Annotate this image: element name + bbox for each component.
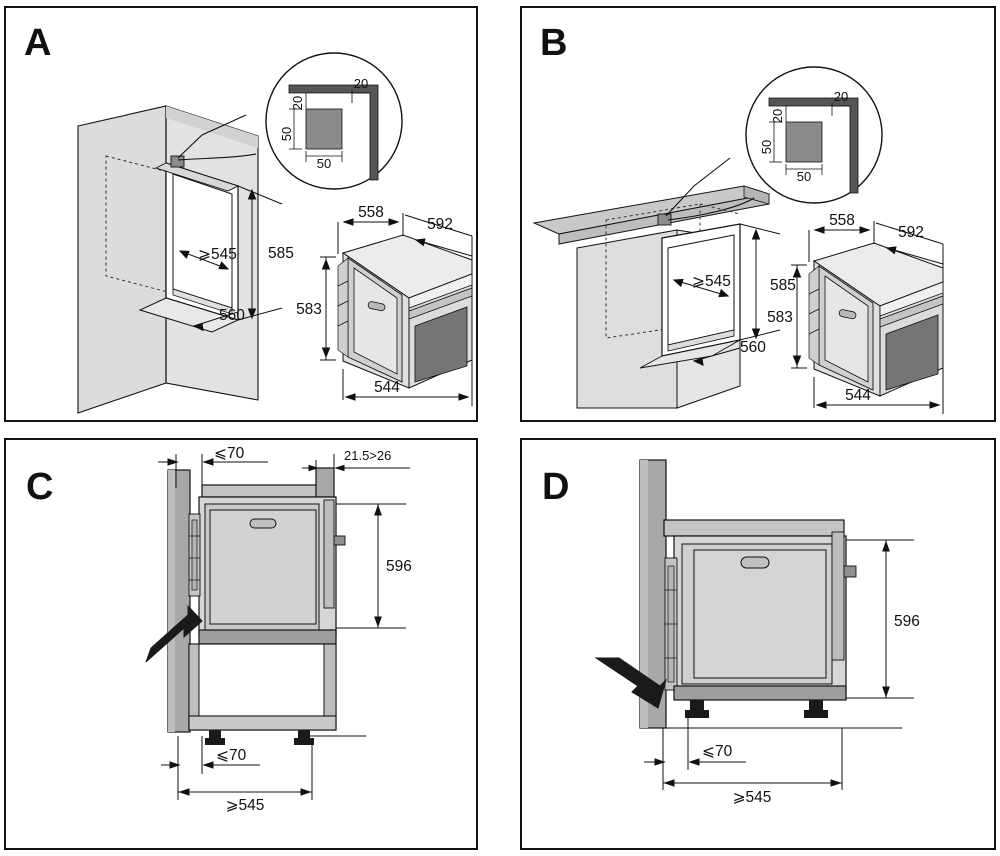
oven-handle-c [249, 518, 277, 529]
push-arrow-d [594, 657, 668, 709]
panel-d-letter: D [542, 466, 569, 508]
panel-a: A [4, 6, 478, 422]
dim-c-oven-height: 596 [386, 558, 412, 575]
dim-oven-height-c [336, 503, 406, 629]
oven-a-height: 583 [296, 301, 322, 318]
niche-dims-b [672, 223, 781, 367]
hinge-strips-d [664, 557, 678, 691]
wall-panel-c [167, 469, 191, 733]
dim-c-panel-thickness: 21.5>26 [344, 448, 391, 463]
callout-a-width: 50 [317, 156, 331, 171]
oven-body-d [664, 531, 857, 718]
panel-c-letter: C [26, 466, 53, 508]
lower-cabinet-c [188, 643, 337, 745]
oven-b-width: 544 [845, 387, 871, 404]
callout-b-top-offset: 20 [770, 109, 785, 123]
dim-cabinet-width-c [177, 740, 313, 800]
oven-handle-a [367, 301, 386, 312]
dim-bottom-gap-d [644, 716, 902, 770]
oven-handle-d [740, 556, 770, 569]
push-arrow-c [145, 604, 203, 663]
oven-dims-b [791, 221, 944, 414]
panel-a-letter: A [24, 22, 51, 64]
panel-b-drawing: 50 50 20 20 585 [522, 8, 994, 420]
niche-a-width: ⩾545 [198, 246, 237, 263]
niche-dims-a [178, 185, 283, 332]
niche-a-depth: 560 [219, 307, 245, 324]
oven-b-depth-front: 558 [829, 212, 855, 229]
oven-b-height: 583 [767, 309, 793, 326]
niche-b-height: 585 [770, 277, 796, 294]
callout-a-height: 50 [279, 127, 294, 141]
oven-a-depth-total: 592 [427, 216, 453, 233]
oven-dims-a [320, 213, 473, 406]
callout-circle-a: 50 50 20 20 [265, 52, 403, 190]
dim-c-cabinet-width: ⩾545 [226, 797, 265, 814]
oven-a-width: 544 [374, 379, 400, 396]
oven-a-depth-front: 558 [358, 204, 384, 221]
dim-c-top-gap: ⩽70 [214, 445, 245, 462]
dim-d-oven-height: 596 [894, 613, 920, 630]
niche-a-height: 585 [268, 245, 294, 262]
dim-bottom-gap-c [161, 735, 366, 774]
panel-c: C [4, 438, 478, 850]
socket-marker-a [170, 155, 185, 168]
dim-c-bottom-gap: ⩽70 [216, 747, 247, 764]
dim-thickness-c [302, 454, 410, 484]
callout-a-side-offset: 20 [354, 76, 368, 91]
callout-leader-a [177, 114, 247, 159]
callout-a-top-offset: 20 [290, 96, 305, 110]
panel-d: D [520, 438, 996, 850]
dim-cabinet-width-d [662, 728, 843, 790]
panel-b-letter: B [540, 22, 567, 64]
panel-d-drawing: 596 ⩽70 [522, 440, 994, 848]
callout-circle-b: 50 50 20 20 [745, 66, 883, 204]
oven-body-c [188, 496, 346, 645]
panel-a-drawing: 50 50 20 20 585 [6, 8, 476, 420]
top-shelf-c [201, 467, 335, 498]
panel-b: B [520, 6, 996, 422]
oven-handle-b [838, 309, 857, 320]
worktop-d [663, 519, 845, 537]
callout-b-height: 50 [759, 140, 774, 154]
dim-top-gap-c [158, 454, 268, 488]
dim-d-cabinet-width: ⩾545 [733, 789, 772, 806]
oven-b-depth-total: 592 [898, 224, 924, 241]
callout-leader-b [665, 157, 731, 217]
dim-oven-height-d [846, 539, 914, 699]
niche-b-depth: 560 [740, 339, 766, 356]
niche-b-width: ⩾545 [692, 273, 731, 290]
oven-appliance-b [808, 242, 944, 397]
niche-opening-b [639, 223, 741, 369]
dim-d-bottom-gap: ⩽70 [702, 743, 733, 760]
oven-appliance-a [337, 234, 473, 389]
hinge-strips-c [188, 513, 201, 597]
callout-b-side-offset: 20 [834, 89, 848, 104]
panel-c-drawing: ⩽70 21.5>26 [6, 440, 476, 848]
callout-b-width: 50 [797, 169, 811, 184]
